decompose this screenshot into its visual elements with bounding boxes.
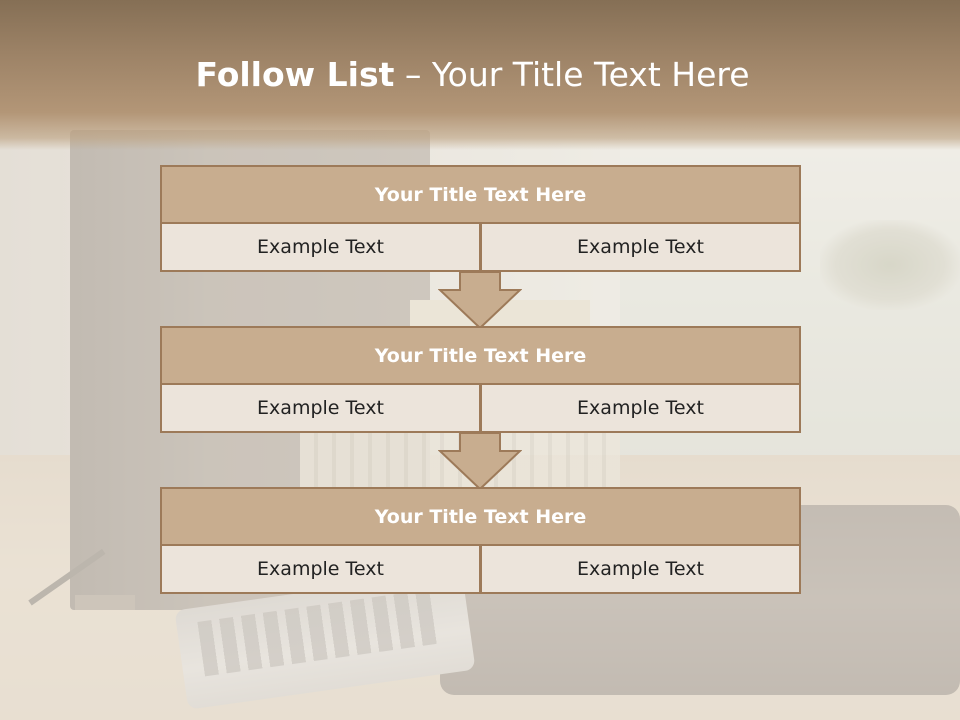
list-block-3: Your Title Text Here Example Text Exampl…	[160, 487, 801, 594]
list-block-2: Your Title Text Here Example Text Exampl…	[160, 326, 801, 433]
block-cell-left: Example Text	[160, 222, 481, 272]
page-title-rest: – Your Title Text Here	[394, 55, 750, 94]
page-title: Follow List – Your Title Text Here	[0, 55, 945, 94]
page-title-bold: Follow List	[195, 55, 395, 94]
block-cell-right: Example Text	[480, 544, 801, 594]
block-title: Your Title Text Here	[160, 165, 801, 224]
block-cell-right: Example Text	[480, 383, 801, 433]
block-cell-left: Example Text	[160, 383, 481, 433]
down-arrow-icon	[438, 432, 522, 491]
down-arrow-icon	[438, 271, 522, 330]
list-block-1: Your Title Text Here Example Text Exampl…	[160, 165, 801, 272]
block-cell-left: Example Text	[160, 544, 481, 594]
block-title: Your Title Text Here	[160, 326, 801, 385]
header-band	[0, 0, 960, 150]
block-title: Your Title Text Here	[160, 487, 801, 546]
block-cell-right: Example Text	[480, 222, 801, 272]
